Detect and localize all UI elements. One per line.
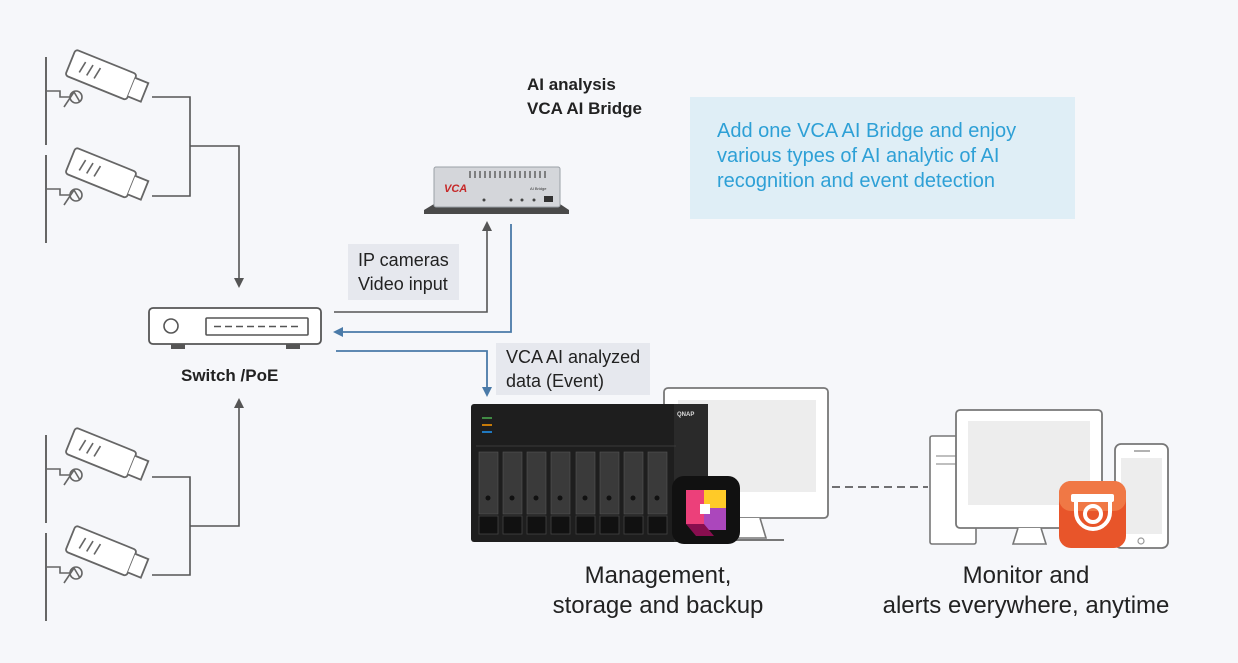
bridge-title-line1: AI analysis — [527, 75, 616, 94]
video-input-label: IP cameras Video input — [348, 244, 459, 300]
info-text: Add one VCA AI Bridge and enjoy various … — [717, 120, 1017, 192]
monitor-label-line1: Monitor and — [962, 562, 1090, 589]
info-box: Add one VCA AI Bridge and enjoy various … — [690, 97, 1075, 219]
event-to-nas-arrow — [336, 350, 492, 397]
monitor-label-line2: alerts everywhere, anytime — [882, 592, 1170, 619]
device-model: AI Bridge — [530, 186, 547, 191]
nas-brand: QNAP — [677, 412, 694, 418]
camera-icon — [45, 426, 151, 524]
video-input-line1: IP cameras — [358, 250, 449, 270]
device-logo: VCA — [444, 183, 467, 195]
desktop-monitor-icon — [929, 409, 1103, 545]
camera-alert-app-icon — [1059, 481, 1126, 548]
camera-to-switch-arrow — [190, 398, 244, 527]
switch-icon — [148, 307, 322, 349]
nas-label-line2: storage and backup — [552, 592, 764, 619]
qvr-app-icon — [672, 476, 740, 544]
camera-link-line — [152, 96, 191, 197]
nas-label: Management, storage and backup — [508, 561, 808, 621]
event-line1: VCA AI analyzed — [506, 347, 641, 367]
monitor-label: Monitor and alerts everywhere, anytime — [856, 561, 1196, 621]
event-line2: data (Event) — [506, 371, 605, 391]
ai-bridge-device-icon: VCA AI Bridge — [424, 166, 569, 214]
nas-label-line1: Management, — [584, 562, 732, 589]
analysis-return-arrow — [333, 224, 512, 337]
event-data-label: VCA AI analyzed data (Event) — [496, 343, 651, 395]
bridge-title: AI analysis VCA AI Bridge — [527, 73, 642, 121]
video-input-line2: Video input — [358, 274, 448, 294]
bridge-title-line2: VCA AI Bridge — [527, 99, 642, 118]
switch-label: Switch /PoE — [181, 366, 279, 385]
camera-icon — [45, 524, 151, 622]
camera-icon — [45, 48, 151, 146]
camera-link-line — [152, 476, 191, 576]
nas-icon: QNAP — [471, 404, 708, 542]
camera-to-switch-arrow — [190, 145, 244, 288]
camera-icon — [45, 146, 151, 244]
video-input-arrow — [334, 221, 492, 313]
